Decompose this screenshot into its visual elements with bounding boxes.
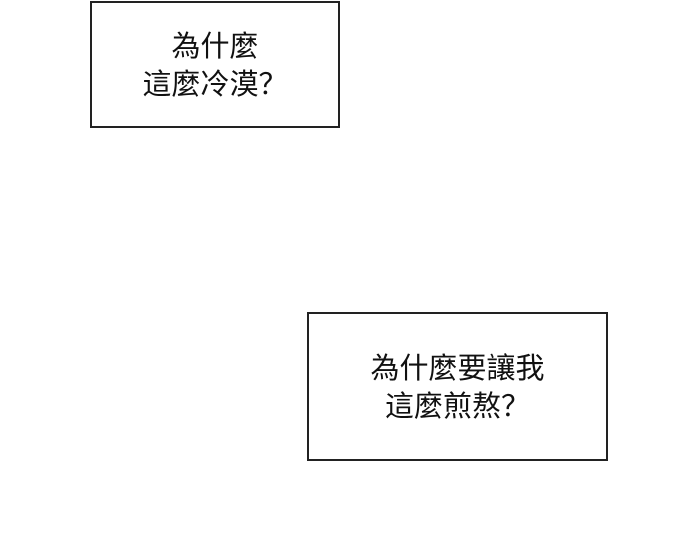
caption-line: 這麼煎熬？ [384, 388, 530, 423]
caption-line: 這麼冷漠？ [142, 66, 288, 101]
caption-box-1: 為什麼 這麼冷漠？ [90, 1, 340, 128]
caption-line: 為什麼要讓我 [370, 350, 545, 385]
caption-line: 為什麼 [171, 28, 259, 63]
caption-box-2: 為什麼要讓我 這麼煎熬？ [307, 312, 608, 461]
